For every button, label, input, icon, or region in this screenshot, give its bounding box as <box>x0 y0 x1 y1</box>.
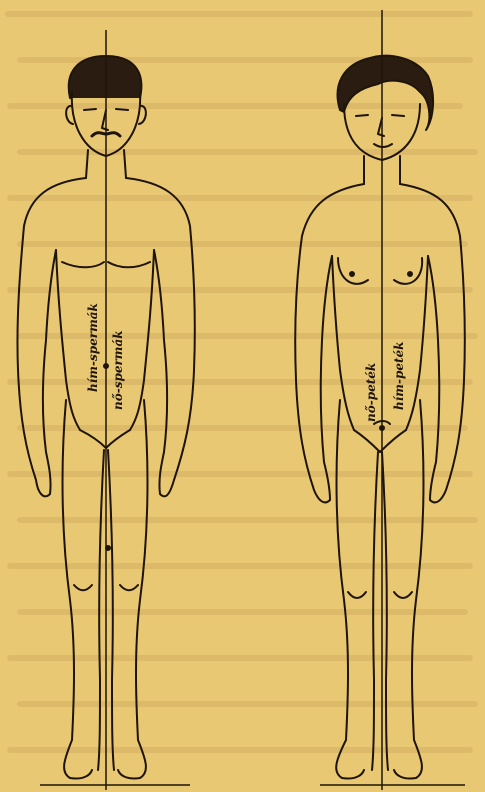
label-male-sperm: hím-spermák <box>86 303 100 392</box>
label-female-sperm: nő-spermák <box>111 330 125 410</box>
female-figure: nő-peték hím-peték <box>240 0 485 792</box>
male-figure: hím-spermák nő-spermák <box>0 0 240 792</box>
label-female-eggs: nő-peték <box>364 363 378 422</box>
female-body-drawing <box>240 0 485 792</box>
label-male-eggs: hím-peték <box>392 342 406 410</box>
